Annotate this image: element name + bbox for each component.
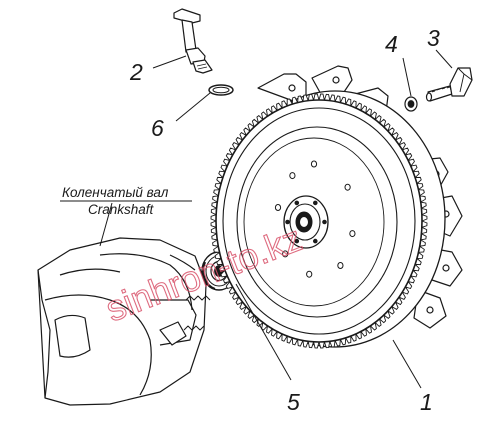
callout-numbers: 2 6 4 3 5 1 [129,25,440,415]
hub-bolt-hole [313,200,318,206]
callout-5: 5 [287,389,300,415]
hub-bolt-hole [285,219,290,225]
crankshaft [37,237,211,406]
crankshaft-label-ru: Коленчатый вал [62,185,169,200]
flywheel-bolt-hole [274,204,282,211]
hub-bolt-hole [322,219,327,225]
callout-2: 2 [129,59,143,85]
fitting-part-2 [173,8,213,74]
leader-line-5 [235,283,292,381]
crankshaft-label: Коленчатый вал Crankshaft [60,185,192,247]
bolt-part-3 [425,67,473,102]
flywheel-bolt-hole [344,183,351,191]
o-ring-part-6 [208,84,234,96]
leader-line-3 [435,49,453,69]
callout-6: 6 [151,115,164,141]
callout-3: 3 [427,25,440,51]
washer-part-4 [404,96,418,112]
hub-bolt-hole [294,238,300,244]
flywheel-bolt-hole [282,250,289,258]
flywheel-part-1 [210,90,446,349]
flywheel-bolt-hole [306,270,313,278]
callout-4: 4 [385,31,398,57]
crankshaft-leader-line [99,202,113,247]
leader-line-2 [152,55,187,69]
flywheel-bolt-hole [349,230,356,238]
leader-lines [152,49,453,389]
leader-line-6 [175,92,211,122]
callout-1: 1 [420,389,433,415]
flywheel-bolt-hole [337,262,344,269]
leader-line-1 [392,339,422,389]
hub-bolt-hole [313,238,318,244]
leader-line-4 [402,57,412,97]
flywheel-bolt-holes [274,160,356,278]
hub-bolt-holes [285,200,327,244]
flywheel-bolt-hole [310,160,318,168]
crankshaft-label-en: Crankshaft [88,202,155,217]
hub-bolt-hole [294,200,300,206]
flywheel-bolt-hole [289,172,296,180]
